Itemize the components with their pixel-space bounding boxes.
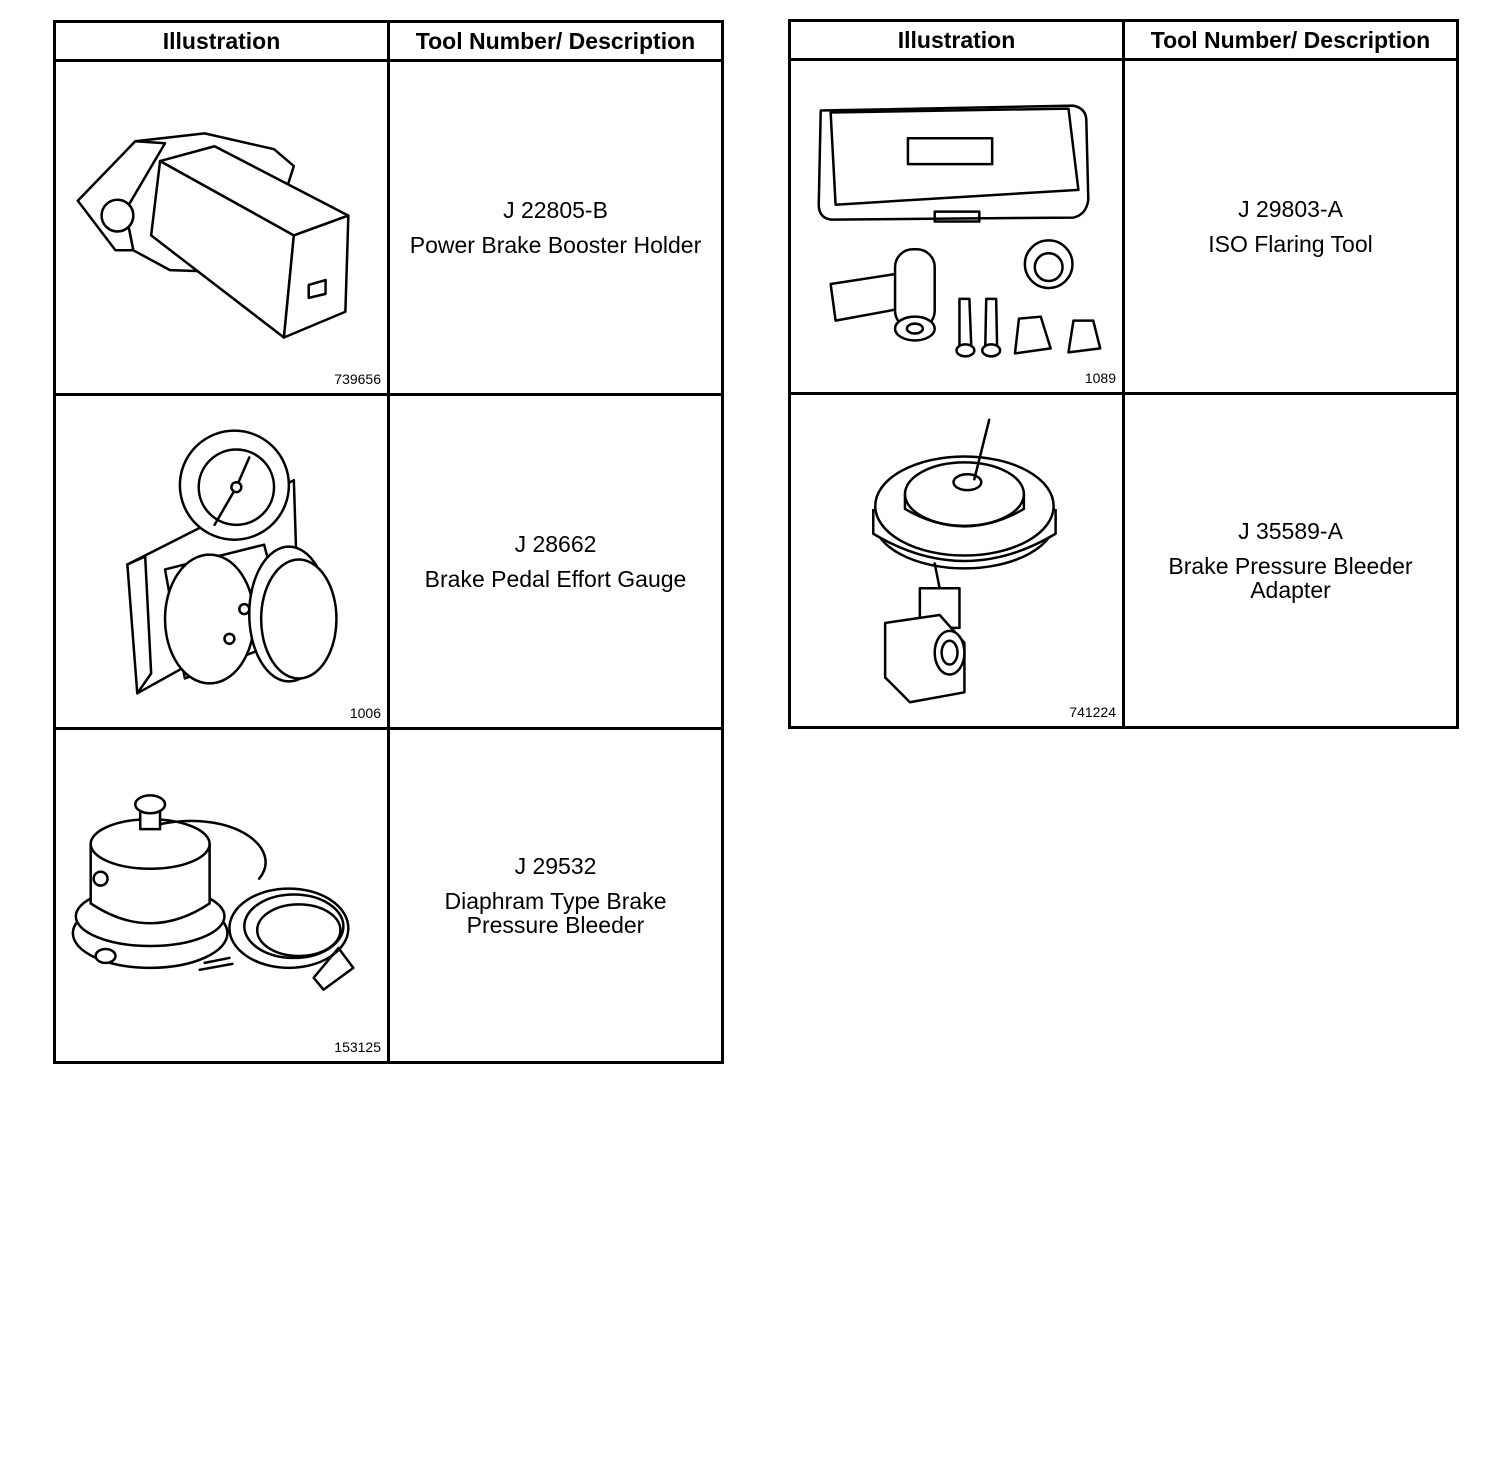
header-illustration: Illustration (53, 20, 390, 62)
tool-number: J 22805-B (503, 197, 608, 223)
tool-description: Brake Pressure Bleeder Adapter (1168, 553, 1413, 603)
illustration-cell: 741224 (788, 392, 1125, 729)
tool-number: J 29803-A (1238, 196, 1343, 222)
tool-description-cell: J 29532 Diaphram Type Brake Pressure Ble… (387, 727, 724, 1064)
figure-number: 1089 (1084, 370, 1116, 386)
tool-number: J 28662 (514, 531, 597, 557)
table-row: 741224 J 35589-A Brake Pressure Bleeder … (788, 392, 1459, 729)
tool-description-cell: J 35589-A Brake Pressure Bleeder Adapter (1122, 392, 1459, 729)
tool-table-right: Illustration Tool Number/ Description (788, 19, 1459, 729)
header-tool-description: Tool Number/ Description (387, 20, 724, 62)
tool-description: Power Brake Booster Holder (409, 232, 702, 258)
tool-number: J 35589-A (1238, 518, 1343, 544)
tool-description: Brake Pedal Effort Gauge (424, 566, 687, 592)
figure-number: 153125 (334, 1039, 381, 1055)
illustration-cell: 1006 (53, 393, 390, 730)
pedal-effort-gauge-icon (56, 396, 387, 727)
tool-description-cell: J 22805-B Power Brake Booster Holder (387, 59, 724, 396)
figure-number: 1006 (349, 705, 381, 721)
brake-booster-holder-icon (56, 62, 387, 393)
tool-number: J 29532 (514, 853, 597, 879)
table-row: 1006 J 28662 Brake Pedal Effort Gauge (53, 393, 724, 730)
illustration-cell: 739656 (53, 59, 390, 396)
figure-number: 741224 (1069, 704, 1116, 720)
tool-description: ISO Flaring Tool (1208, 231, 1373, 257)
table-row: 1089 J 29803-A ISO Flaring Tool (788, 58, 1459, 395)
header-tool-description: Tool Number/ Description (1122, 19, 1459, 61)
table-row: 153125 J 29532 Diaphram Type Brake Press… (53, 727, 724, 1064)
tool-description: Diaphram Type Brake Pressure Bleeder (444, 888, 667, 938)
bleeder-adapter-icon (791, 395, 1122, 726)
table-header-row: Illustration Tool Number/ Description (788, 19, 1459, 61)
table-row: 739656 J 22805-B Power Brake Booster Hol… (53, 59, 724, 396)
header-illustration: Illustration (788, 19, 1125, 61)
figure-number: 739656 (334, 371, 381, 387)
flaring-tool-kit-icon (791, 61, 1122, 392)
tool-description-cell: J 28662 Brake Pedal Effort Gauge (387, 393, 724, 730)
tool-description-cell: J 29803-A ISO Flaring Tool (1122, 58, 1459, 395)
table-header-row: Illustration Tool Number/ Description (53, 20, 724, 62)
illustration-cell: 153125 (53, 727, 390, 1064)
illustration-cell: 1089 (788, 58, 1125, 395)
pressure-bleeder-icon (56, 730, 387, 1061)
tool-table-left: Illustration Tool Number/ Description 73… (53, 20, 724, 1064)
